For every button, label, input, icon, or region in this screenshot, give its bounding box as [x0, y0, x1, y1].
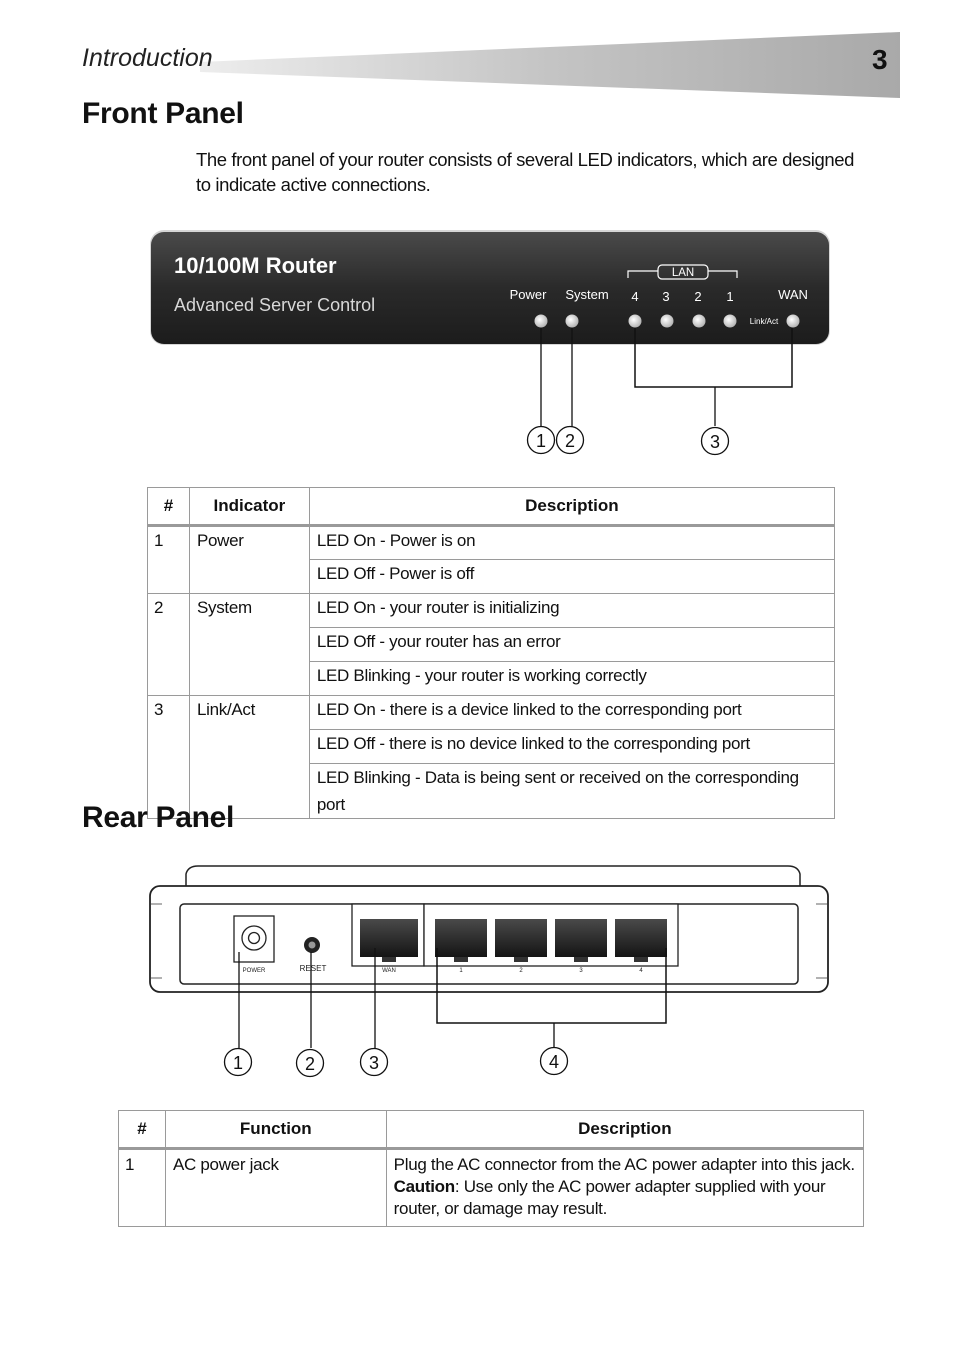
- led-label-system: System: [565, 287, 608, 302]
- lan-group-box: [657, 264, 709, 280]
- callout-number-2: 2: [565, 431, 575, 451]
- rear-callout-circle-2: [295, 1048, 325, 1078]
- table-header-function: Function: [164, 1110, 387, 1150]
- callout-bracket-3: [634, 328, 793, 388]
- lan-port-label-1: 1: [726, 289, 733, 304]
- power-jack-label: POWER: [243, 968, 266, 974]
- rear-callout-circle-1: [223, 1047, 253, 1077]
- lan-port-label-3: 3: [579, 968, 583, 974]
- lan-port-label-2: 2: [694, 289, 701, 304]
- table-row: LED Blinking - Data is being sent or rec…: [148, 763, 836, 819]
- rear-callout-number-3: 3: [369, 1053, 379, 1073]
- caution-label: Caution: [393, 1177, 455, 1196]
- led-lan-2: [692, 314, 706, 328]
- table-row: 3 Link/Act LED On - there is a device li…: [147, 695, 836, 819]
- table-row: 2 System LED On - your router is initial…: [147, 593, 836, 696]
- lan-port-label-1: 1: [459, 968, 463, 974]
- led-wan: [786, 314, 800, 328]
- rear-panel-figure: POWER RESET WAN 1 2 3 4 1 2 3 4: [149, 865, 829, 1078]
- led-lan-3: [660, 314, 674, 328]
- table-header-description: Description: [385, 1110, 865, 1150]
- table-header-row: # Function Description: [118, 1110, 865, 1150]
- lan-bracket: [627, 270, 738, 278]
- row-description: LED Off - Power is off: [308, 559, 836, 594]
- lan-port-label-4: 4: [631, 289, 638, 304]
- row-description: LED On - your router is initializing: [308, 593, 836, 628]
- table-header-number: #: [118, 1110, 166, 1150]
- callout-circle-2: [555, 425, 585, 455]
- lan-port-label-4: 4: [639, 968, 643, 974]
- rear-callout-number-1: 1: [233, 1053, 243, 1073]
- wan-port: [360, 919, 418, 962]
- table-row: LED Off - there is no device linked to t…: [148, 729, 836, 764]
- header-section-title: Introduction: [82, 44, 213, 72]
- table-row: 1 Power LED On - Power is on: [147, 525, 836, 594]
- row-description: Plug the AC connector from the AC power …: [385, 1148, 865, 1227]
- row-description: LED Blinking - your router is working co…: [308, 661, 836, 696]
- rear-callout-bracket-4: [436, 948, 667, 1024]
- led-power: [534, 314, 548, 328]
- front-panel-heading: Front Panel: [82, 97, 244, 130]
- rear-callout-number-2: 2: [305, 1054, 315, 1074]
- row-indicator: System: [188, 593, 310, 696]
- row-description: LED Blinking - Data is being sent or rec…: [308, 763, 836, 819]
- rear-callout-circle-4: [539, 1046, 569, 1076]
- row-description: LED Off - your router has an error: [308, 627, 836, 662]
- led-lan-4: [628, 314, 642, 328]
- lan-port-label-3: 3: [662, 289, 669, 304]
- lan-port-2: [495, 919, 547, 962]
- row-indicator: Power: [188, 525, 310, 594]
- table-row: LED Off - Power is off: [148, 559, 836, 594]
- link-act-label: Link/Act: [750, 317, 779, 326]
- wan-label: WAN: [778, 287, 808, 302]
- callout-circle-1: [526, 425, 556, 455]
- table-header-row: # Indicator Description: [147, 487, 836, 527]
- device-model-label: 10/100M Router: [174, 253, 337, 278]
- table-header-description: Description: [308, 487, 836, 527]
- row-description: LED Off - there is no device linked to t…: [308, 729, 836, 764]
- lan-port-1: [435, 919, 487, 962]
- lan-port-label-2: 2: [519, 968, 523, 974]
- caution-text: : Use only the AC power adapter supplied…: [393, 1177, 826, 1218]
- front-panel-table: # Indicator Description 1 Power LED On -…: [147, 487, 836, 819]
- lan-port-4: [615, 919, 667, 962]
- table-row: LED Off - your router has an error: [148, 627, 836, 662]
- header-band: [200, 32, 900, 98]
- lan-group-label: LAN: [672, 267, 694, 279]
- device-subtitle-label: Advanced Server Control: [174, 295, 375, 315]
- led-label-power: Power: [510, 287, 548, 302]
- description-text: Plug the AC connector from the AC power …: [393, 1155, 855, 1174]
- front-panel-body: [151, 232, 829, 344]
- page-number: 3: [872, 44, 888, 75]
- row-number: 1: [147, 525, 190, 594]
- front-panel-intro: The front panel of your router consists …: [196, 149, 855, 195]
- rear-panel-table: # Function Description 1 AC power jack P…: [118, 1110, 865, 1227]
- rear-callout-circle-3: [359, 1047, 389, 1077]
- rear-panel-heading: Rear Panel: [82, 801, 235, 834]
- row-description: LED On - there is a device linked to the…: [308, 695, 836, 730]
- reset-label: RESET: [300, 964, 327, 973]
- front-panel-figure: 10/100M Router Advanced Server Control P…: [150, 230, 830, 456]
- led-system: [565, 314, 579, 328]
- row-number: 3: [147, 695, 190, 819]
- callout-number-3: 3: [710, 432, 720, 452]
- table-row: LED Blinking - your router is working co…: [148, 661, 836, 696]
- rear-panel-top: [185, 865, 801, 889]
- row-number: 1: [118, 1148, 166, 1227]
- lan-port-3: [555, 919, 607, 962]
- row-function: AC power jack: [164, 1148, 387, 1227]
- led-lan-1: [723, 314, 737, 328]
- rear-callout-number-4: 4: [549, 1052, 559, 1072]
- row-indicator: Link/Act: [188, 695, 310, 819]
- row-description: LED On - Power is on: [308, 525, 836, 560]
- callout-number-1: 1: [536, 431, 546, 451]
- wan-port-label: WAN: [382, 968, 396, 974]
- table-header-number: #: [147, 487, 190, 527]
- row-number: 2: [147, 593, 190, 696]
- table-header-indicator: Indicator: [188, 487, 310, 527]
- table-row: 1 AC power jack Plug the AC connector fr…: [118, 1148, 865, 1227]
- callout-circle-3: [700, 426, 730, 456]
